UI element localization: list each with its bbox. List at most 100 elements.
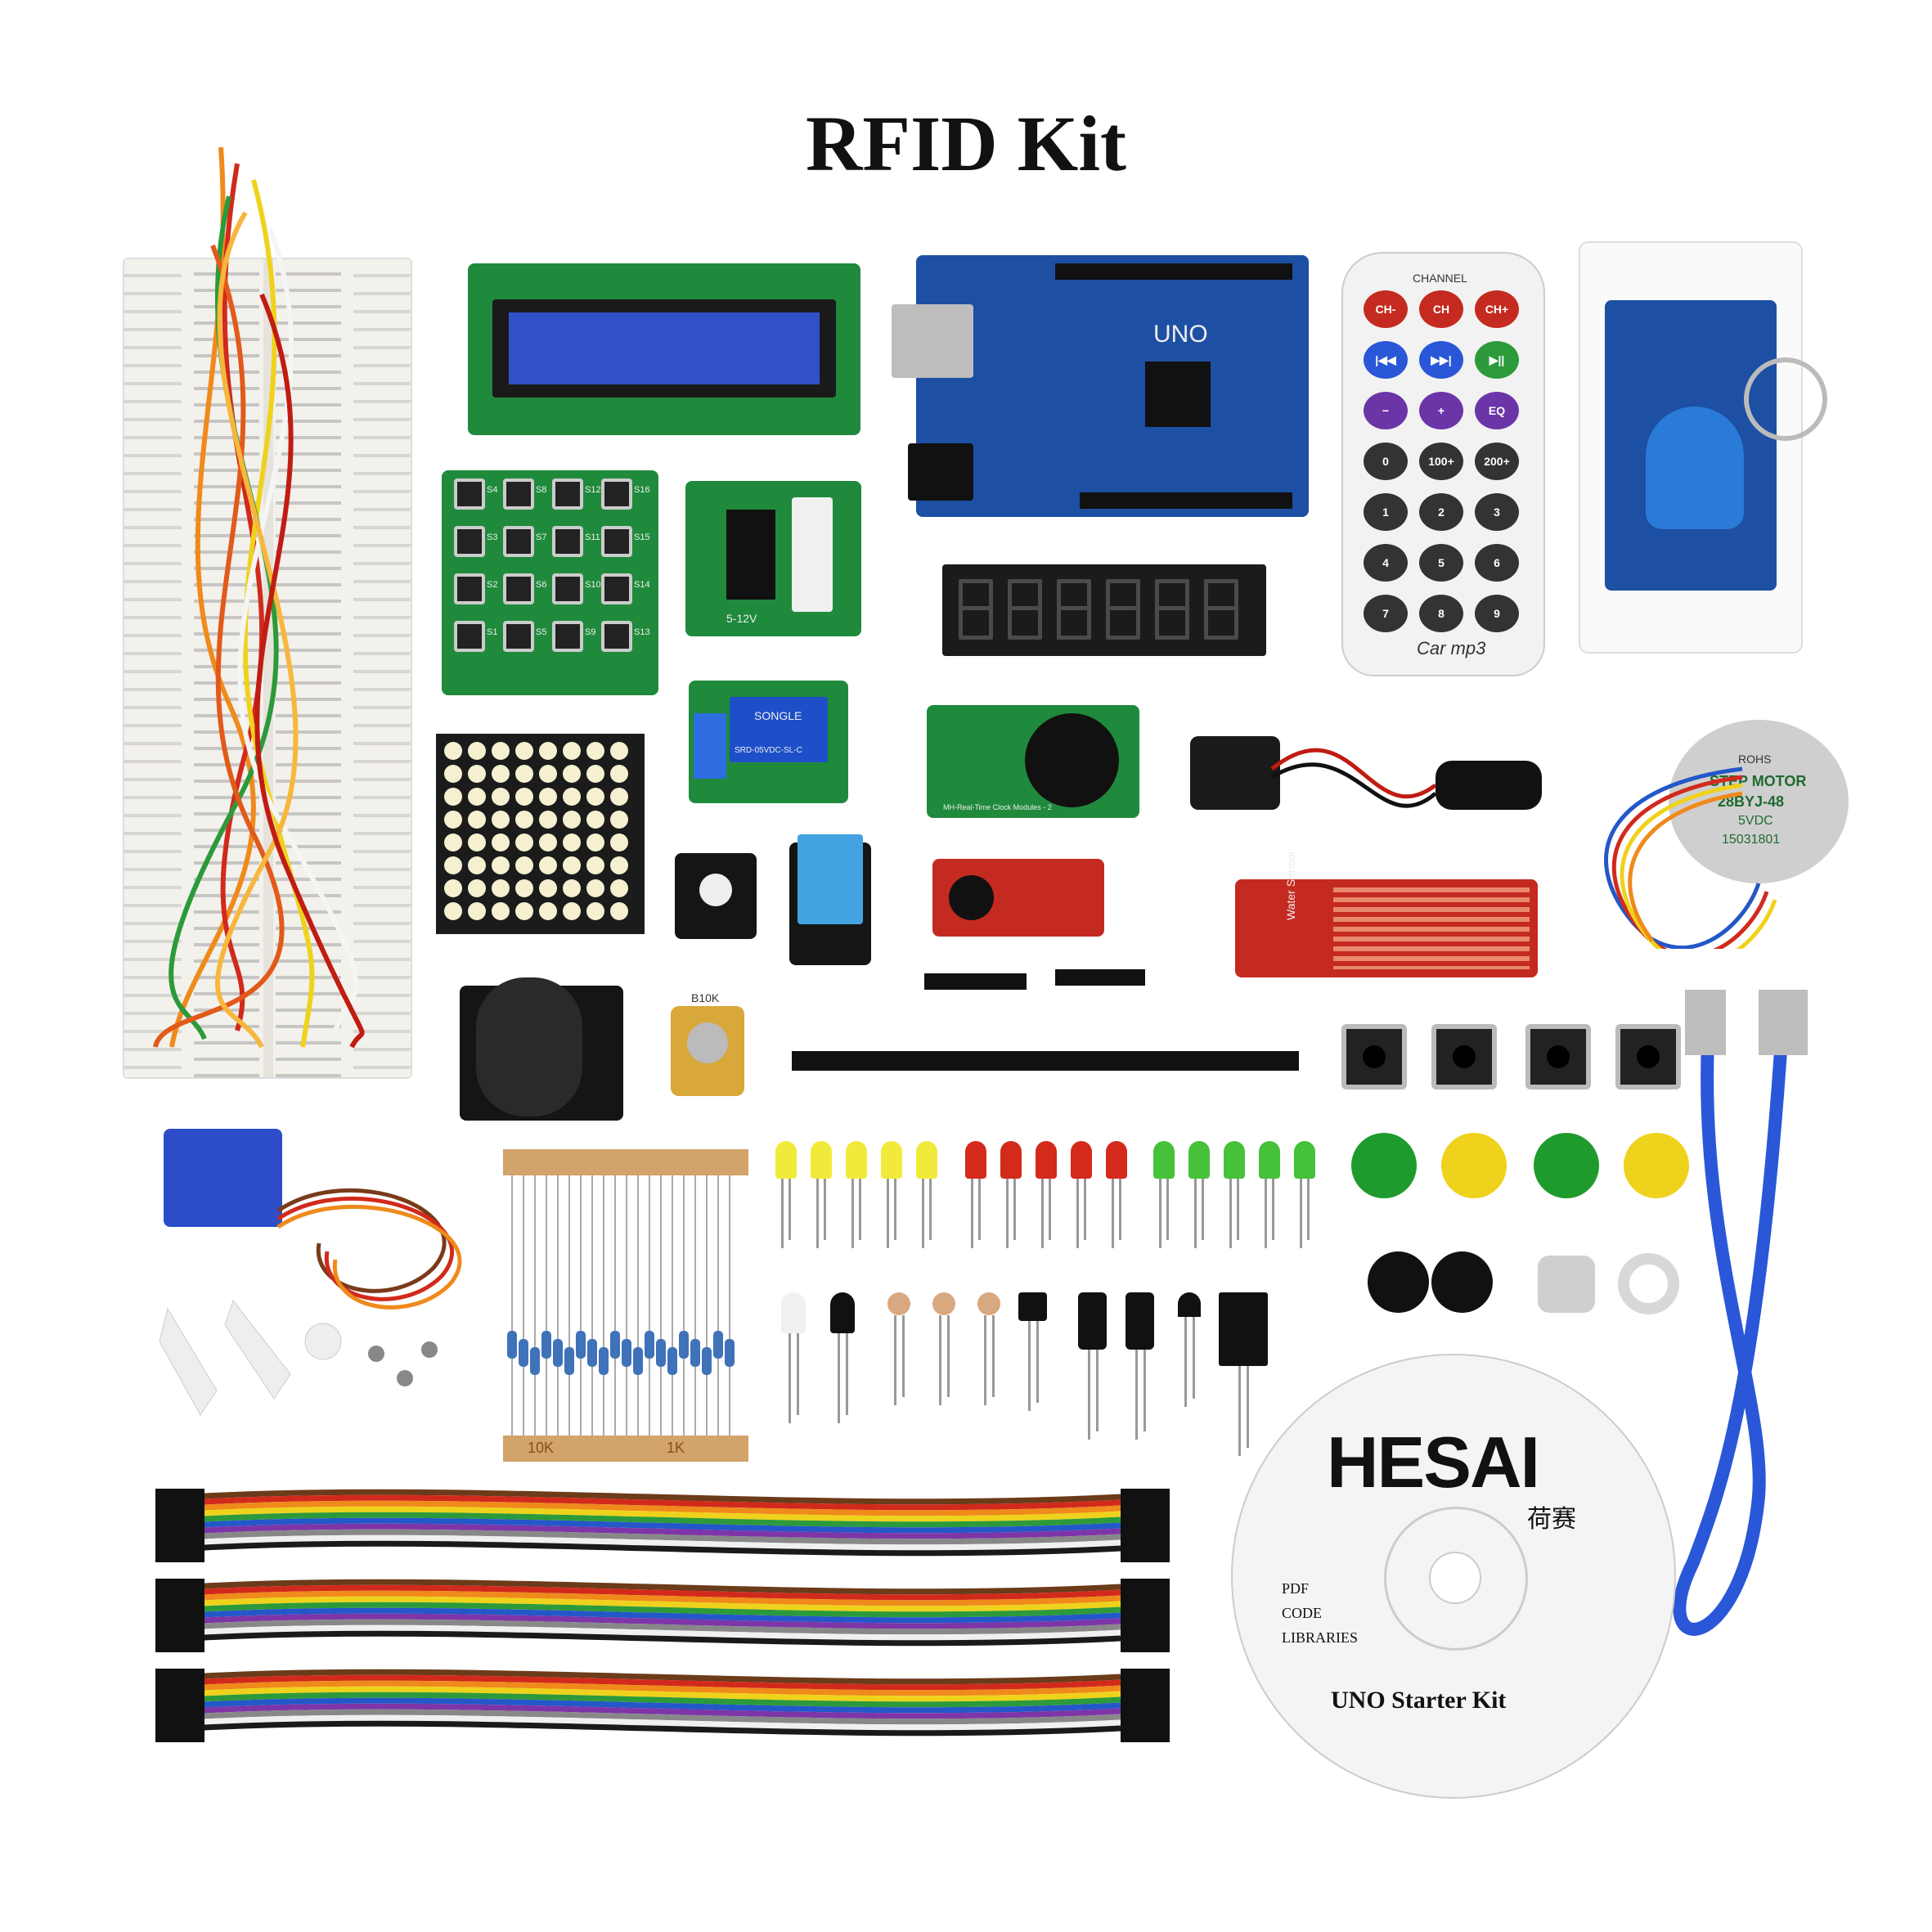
resistor-body [713, 1331, 723, 1359]
matrix-dot [444, 879, 462, 897]
remote-key[interactable]: 9 [1475, 595, 1519, 632]
matrix-dot [492, 788, 510, 806]
ir-receiver-leg [1027, 1321, 1031, 1411]
matrix-dot [492, 833, 510, 851]
remote-key[interactable]: 100+ [1419, 443, 1463, 480]
resistor-lead [614, 1175, 616, 1436]
remote-key[interactable]: 3 [1475, 493, 1519, 531]
keypad-key[interactable] [454, 573, 485, 604]
resistor-lead [729, 1175, 730, 1436]
ribbon-wire [187, 1669, 1121, 1685]
ribbon-wire [187, 1624, 1121, 1641]
tact-switch[interactable] [1431, 1024, 1497, 1090]
resistor-lead [591, 1175, 593, 1436]
led-leg [1166, 1179, 1169, 1240]
led [1294, 1141, 1315, 1179]
button-cap[interactable] [1624, 1133, 1689, 1198]
keypad-key-label: S8 [536, 485, 547, 495]
remote-key[interactable]: 4 [1364, 544, 1408, 582]
matrix-dot [563, 856, 581, 874]
keypad-key[interactable] [503, 526, 534, 557]
remote-key[interactable]: 2 [1419, 493, 1463, 531]
page-title: RFID Kit [806, 100, 1126, 187]
remote-key[interactable]: 5 [1419, 544, 1463, 582]
keypad-key[interactable] [503, 573, 534, 604]
remote-key[interactable]: EQ [1475, 392, 1519, 429]
button-cap[interactable] [1351, 1133, 1417, 1198]
remote-key[interactable]: 6 [1475, 544, 1519, 582]
capacitor [1078, 1292, 1107, 1350]
keypad-key[interactable] [601, 526, 632, 557]
relay-brand: SONGLE [754, 709, 802, 722]
remote-key[interactable]: |◀◀ [1364, 341, 1408, 379]
keypad-key[interactable] [552, 621, 583, 652]
keypad-key[interactable] [503, 621, 534, 652]
ribbon-wire [187, 1703, 1121, 1719]
ribbon-connector [155, 1579, 204, 1652]
keypad-key[interactable] [454, 479, 485, 510]
matrix-dot [468, 833, 486, 851]
button-cap[interactable] [1534, 1133, 1599, 1198]
led-leg [1084, 1179, 1086, 1240]
matrix-dot [444, 742, 462, 760]
resistor-lead [660, 1175, 662, 1436]
remote-key[interactable]: 8 [1419, 595, 1463, 632]
lcd-screen [509, 312, 820, 384]
keypad-key[interactable] [601, 479, 632, 510]
remote-key[interactable]: − [1364, 392, 1408, 429]
remote-key[interactable]: 7 [1364, 595, 1408, 632]
keypad-key[interactable] [503, 479, 534, 510]
button-cap[interactable] [1441, 1133, 1507, 1198]
remote-key[interactable]: CH [1419, 290, 1463, 328]
led-leg [922, 1179, 924, 1248]
resistor-lead [603, 1175, 604, 1436]
led-leg [1049, 1179, 1051, 1240]
matrix-dot [610, 833, 628, 851]
tact-switch[interactable] [1341, 1024, 1407, 1090]
remote-key[interactable]: + [1419, 392, 1463, 429]
ir-led-leg [846, 1333, 848, 1415]
resistor-lead [568, 1175, 570, 1436]
battery-clip-9v [1190, 720, 1550, 842]
resistor-body [622, 1339, 631, 1367]
keypad-key[interactable] [454, 526, 485, 557]
keypad-key-label: S12 [585, 485, 601, 495]
lcd-1602-module [468, 263, 860, 435]
resistor-body [725, 1339, 735, 1367]
keypad-key[interactable] [454, 621, 485, 652]
keypad-key[interactable] [601, 621, 632, 652]
segment-digit [1057, 579, 1091, 640]
resistor-body [576, 1331, 586, 1359]
rtc-module: MH-Real-Time Clock Modules - 2 [927, 705, 1139, 818]
capacitor-leg [1095, 1350, 1099, 1431]
relay-body [730, 697, 828, 762]
tact-switch[interactable] [1525, 1024, 1591, 1090]
matrix-dot [539, 879, 557, 897]
keypad-key[interactable] [552, 573, 583, 604]
remote-key[interactable]: 1 [1364, 493, 1408, 531]
keypad-key-label: S10 [585, 580, 601, 590]
matrix-dot [492, 811, 510, 829]
ribbon-wire [187, 1709, 1121, 1725]
remote-key[interactable]: 0 [1364, 443, 1408, 480]
remote-key[interactable]: 200+ [1475, 443, 1519, 480]
keypad-key-label: S13 [634, 627, 650, 637]
ribbon-connector [1121, 1489, 1170, 1562]
led [1259, 1141, 1280, 1179]
capacitor-leg [1134, 1350, 1138, 1440]
remote-key[interactable]: ▶▶| [1419, 341, 1463, 379]
remote-key[interactable]: ▶|| [1475, 341, 1519, 379]
segment-middle [1208, 606, 1234, 610]
keypad-key[interactable] [552, 526, 583, 557]
ribbon-wire [187, 1523, 1121, 1539]
keypad-key[interactable] [552, 479, 583, 510]
keypad-key[interactable] [601, 573, 632, 604]
matrix-dot [515, 833, 533, 851]
tact-switch[interactable] [1615, 1024, 1681, 1090]
ribbon-wire [187, 1692, 1121, 1708]
led-leg [1307, 1179, 1310, 1240]
capacitor-leg [1143, 1350, 1146, 1431]
remote-key[interactable]: CH- [1364, 290, 1408, 328]
matrix-dot [539, 811, 557, 829]
remote-key[interactable]: CH+ [1475, 290, 1519, 328]
